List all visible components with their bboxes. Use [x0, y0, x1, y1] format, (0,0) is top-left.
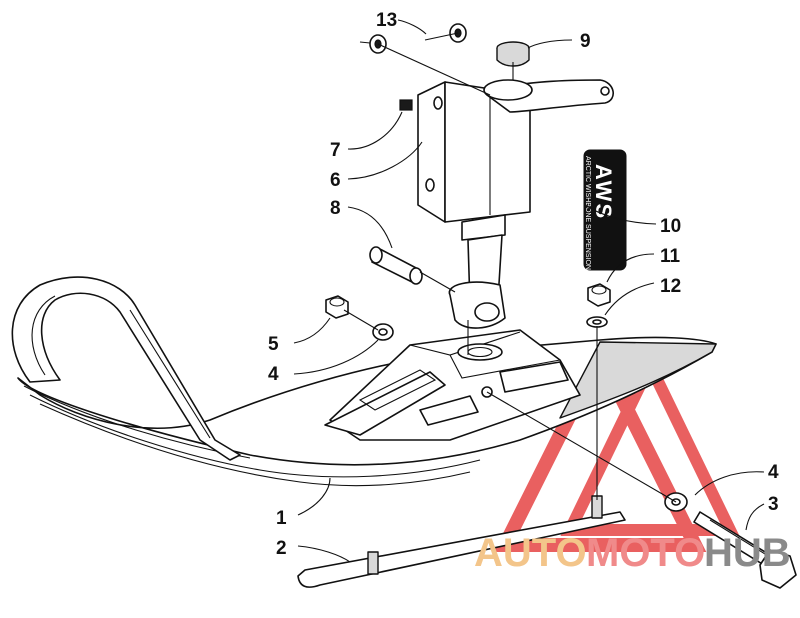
callout-5: 5 [268, 334, 279, 355]
aws-decal-subtitle: ARCTIC WISHBONE SUSPENSION [584, 156, 591, 270]
spindle-shock [417, 41, 614, 329]
leader-lines [293, 19, 765, 563]
assembly-lines [343, 32, 677, 503]
watermark-text: AUTO MOTO HUB [474, 531, 791, 575]
washer-right [586, 316, 608, 328]
callout-4-right: 4 [768, 462, 779, 483]
callout-12: 12 [660, 276, 681, 297]
callout-2: 2 [276, 538, 287, 559]
dust-cap [496, 41, 530, 80]
grease-fitting [399, 99, 413, 111]
bushing [369, 246, 423, 285]
nut-left [325, 295, 349, 319]
callout-7: 7 [330, 140, 341, 161]
callout-3: 3 [768, 494, 779, 515]
callout-6: 6 [330, 170, 341, 191]
watermark-part1: AUTO [474, 531, 587, 575]
callout-4-left: 4 [268, 364, 279, 385]
bolt [693, 511, 797, 589]
wear-bar [297, 495, 626, 588]
watermark-part3: HUB [704, 531, 791, 575]
callout-9: 9 [580, 31, 591, 52]
aws-decal-brand: AWS [591, 164, 616, 220]
callout-1: 1 [276, 508, 287, 529]
washer-left [372, 323, 394, 341]
watermark-triangle-inner [560, 351, 740, 536]
callout-8: 8 [330, 198, 341, 219]
callout-11: 11 [660, 246, 681, 267]
watermark-triangle-outer [493, 339, 707, 552]
watermark-part2: MOTO [586, 531, 705, 575]
aws-decal: AWS ARCTIC WISHBONE SUSPENSION [583, 149, 627, 271]
watermark-logo [493, 339, 740, 552]
aws-decal-plate [583, 149, 627, 271]
nut-right [587, 283, 611, 307]
callout-13: 13 [376, 10, 397, 31]
saddle-bracket [324, 329, 581, 441]
callouts: 1 2 3 4 4 5 6 7 8 9 10 11 12 13 [268, 10, 779, 559]
callout-10: 10 [660, 216, 681, 237]
